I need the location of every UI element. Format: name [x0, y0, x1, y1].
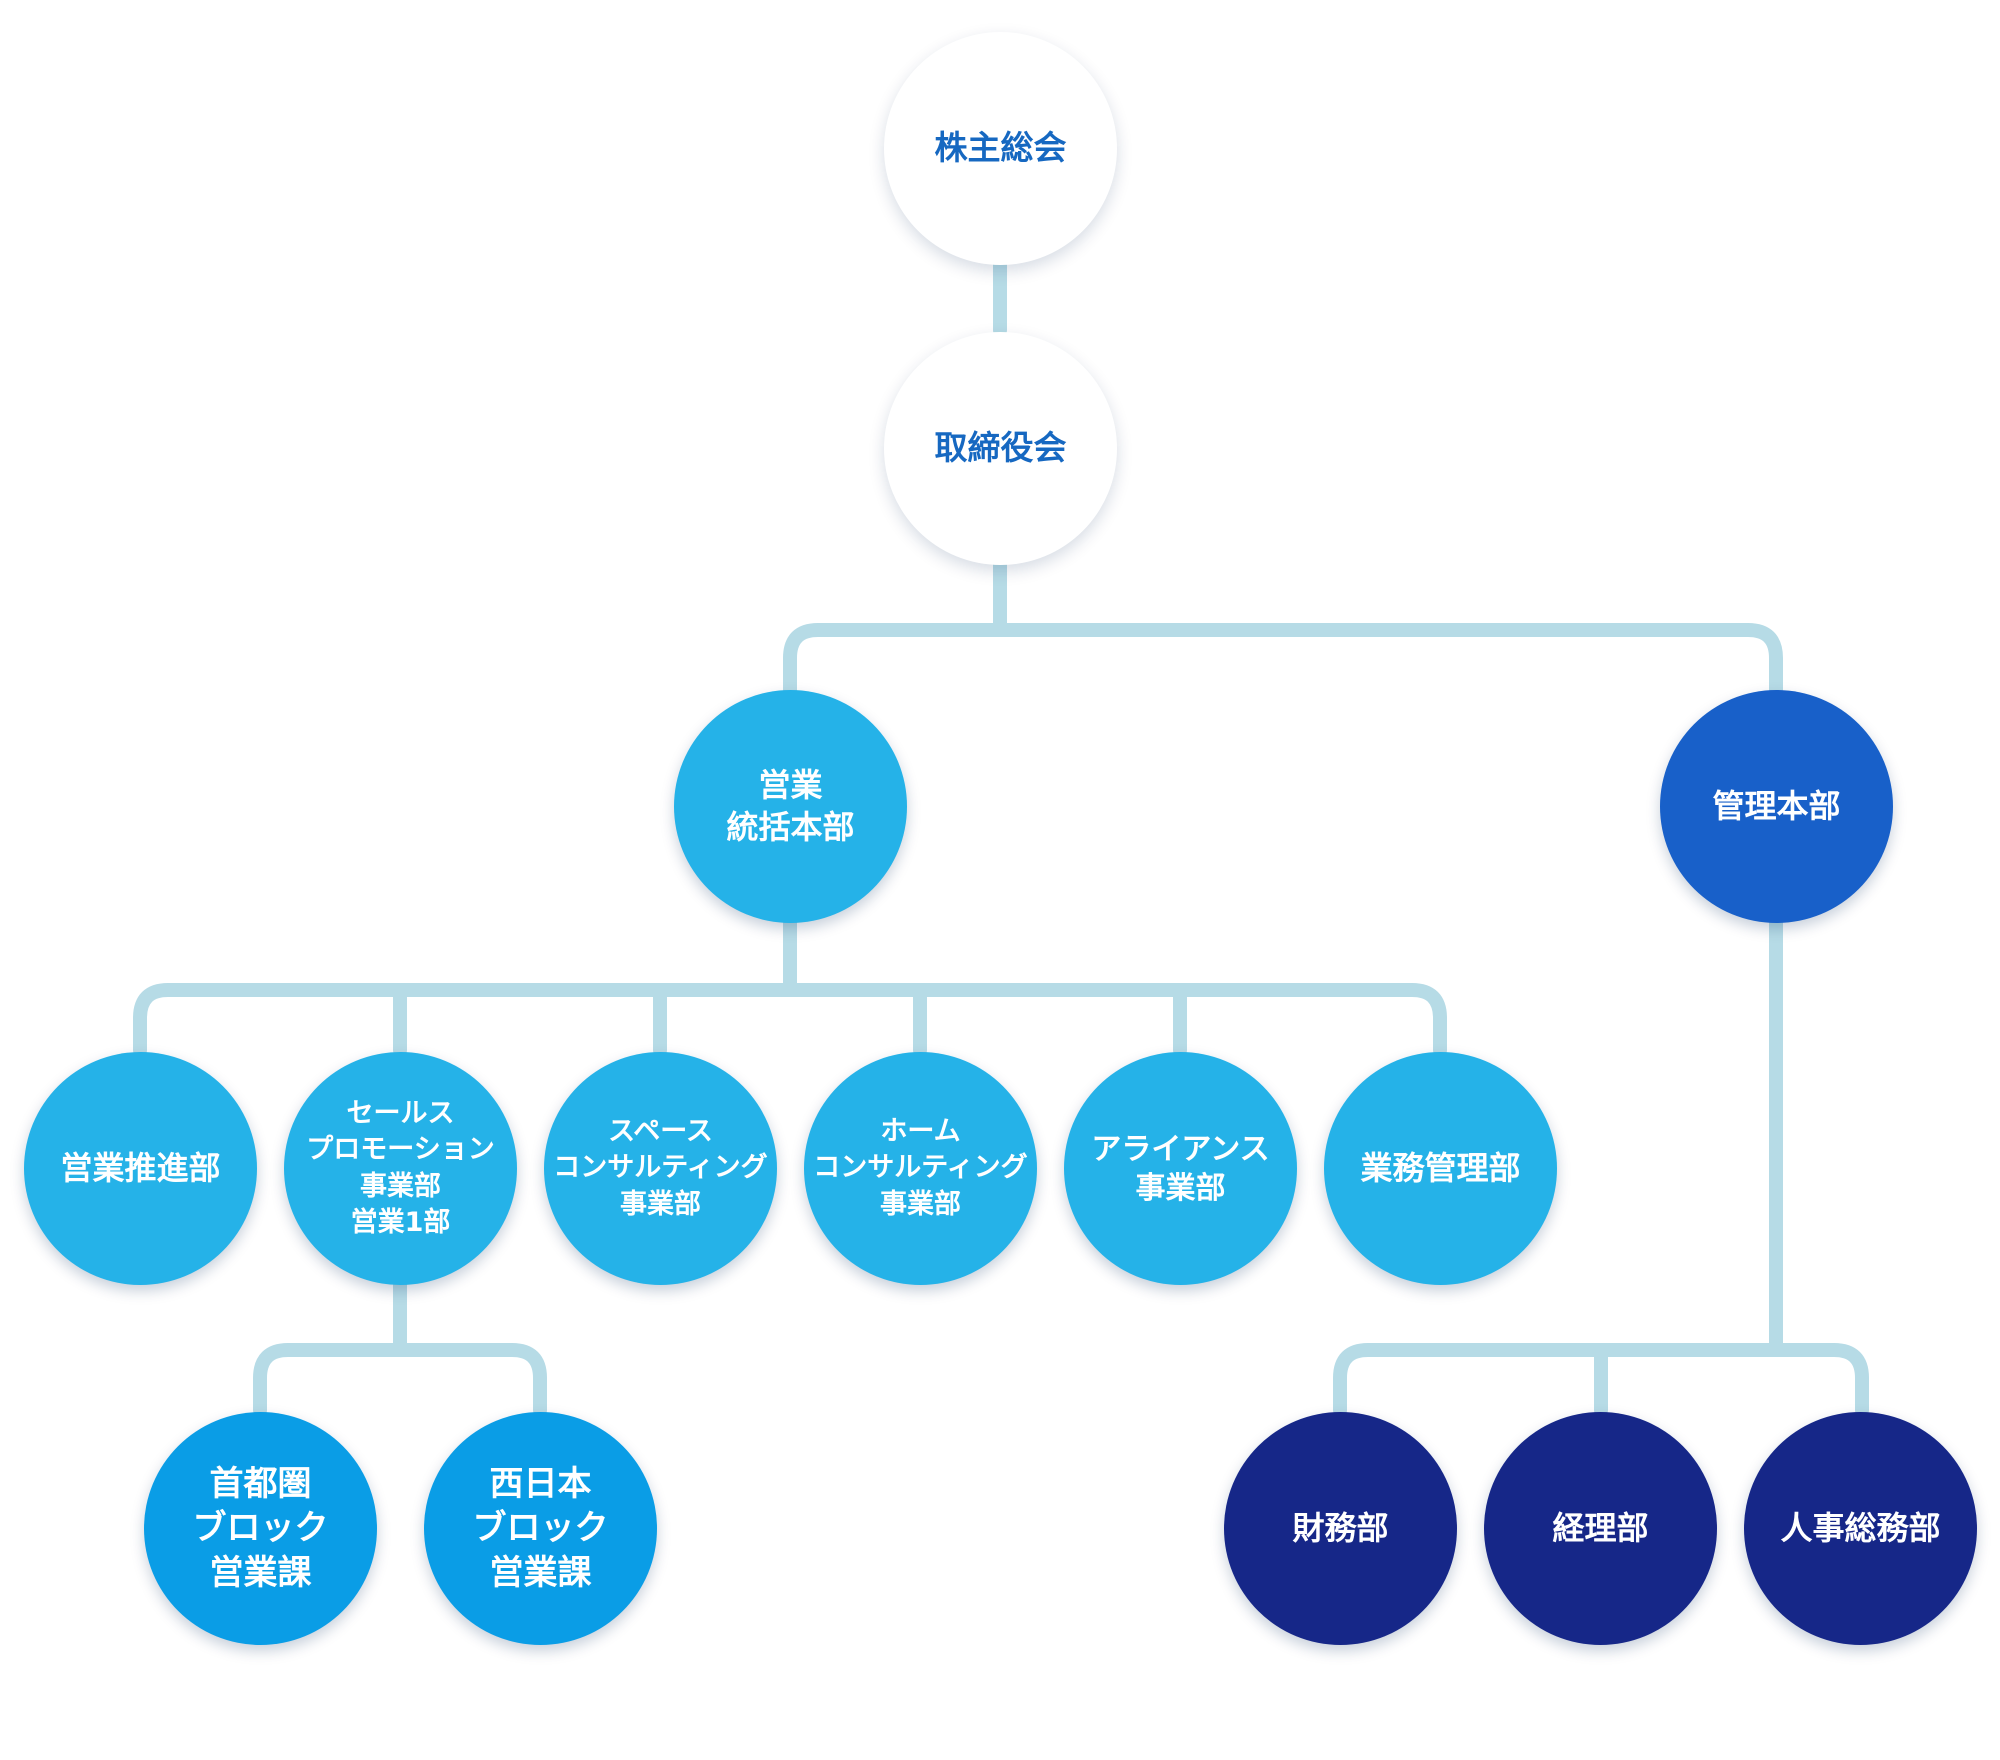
node-label-line: 営業1部 [350, 1206, 451, 1238]
node-space-consulting-division: スペース コンサルティング 事業部 [544, 1052, 777, 1285]
connector-divisions-bar [783, 623, 1783, 697]
node-label-line: セールス [346, 1097, 455, 1129]
node-label-line: コンサルティング [553, 1152, 768, 1184]
node-accounting-dept: 経理部 [1484, 1412, 1717, 1645]
node-shareholders-meeting: 株主総会 [884, 32, 1117, 265]
node-sales-promotion-dept: 営業推進部 [24, 1052, 257, 1285]
node-label-line: 人事総務部 [1780, 1508, 1941, 1547]
node-alliance-division: アライアンス 事業部 [1064, 1052, 1297, 1285]
node-label-line: 営業課 [209, 1552, 312, 1593]
node-label-line: 取締役会 [934, 428, 1067, 468]
node-administration-headquarters: 管理本部 [1660, 690, 1893, 923]
node-label-line: コンサルティング [813, 1152, 1028, 1184]
node-hr-general-affairs-dept: 人事総務部 [1744, 1412, 1977, 1645]
node-tokyo-metro-block-sales: 首都圏 ブロック 営業課 [144, 1412, 377, 1645]
node-label-line: 業務管理部 [1360, 1148, 1521, 1187]
node-label-line: 営業 [758, 765, 823, 804]
node-label-line: 管理本部 [1712, 786, 1841, 825]
node-label-line: 首都圏 [209, 1464, 312, 1505]
node-label-line: 事業部 [1135, 1170, 1226, 1206]
node-label-line: 営業推進部 [60, 1148, 221, 1187]
node-label-line: ブロック [472, 1508, 609, 1549]
node-home-consulting-division: ホーム コンサルティング 事業部 [804, 1052, 1037, 1285]
node-sales-headquarters: 営業 統括本部 [674, 690, 907, 923]
node-label-line: 経理部 [1552, 1508, 1649, 1547]
node-label-line: 統括本部 [726, 807, 855, 846]
node-label-line: 営業課 [489, 1552, 592, 1593]
node-finance-dept: 財務部 [1224, 1412, 1457, 1645]
node-sales-promotion-division: セールス プロモーション 事業部 営業1部 [284, 1052, 517, 1285]
node-label-line: 財務部 [1292, 1508, 1389, 1547]
node-label-line: アライアンス [1091, 1131, 1270, 1167]
connector-sales-depts-bar [133, 983, 1447, 1057]
node-label-line: 西日本 [489, 1464, 592, 1505]
node-label-line: ブロック [192, 1508, 329, 1549]
node-label-line: ホーム [880, 1115, 961, 1147]
node-operations-management-dept: 業務管理部 [1324, 1052, 1557, 1285]
node-label-line: 株主総会 [934, 128, 1067, 168]
node-label-line: 事業部 [620, 1188, 701, 1220]
node-board-of-directors: 取締役会 [884, 332, 1117, 565]
connector-blocks-bar [253, 1343, 547, 1417]
node-label-line: 事業部 [360, 1170, 441, 1202]
node-label-line: プロモーション [306, 1134, 495, 1166]
node-west-japan-block-sales: 西日本 ブロック 営業課 [424, 1412, 657, 1645]
node-label-line: スペース [608, 1115, 713, 1147]
node-label-line: 事業部 [880, 1188, 961, 1220]
